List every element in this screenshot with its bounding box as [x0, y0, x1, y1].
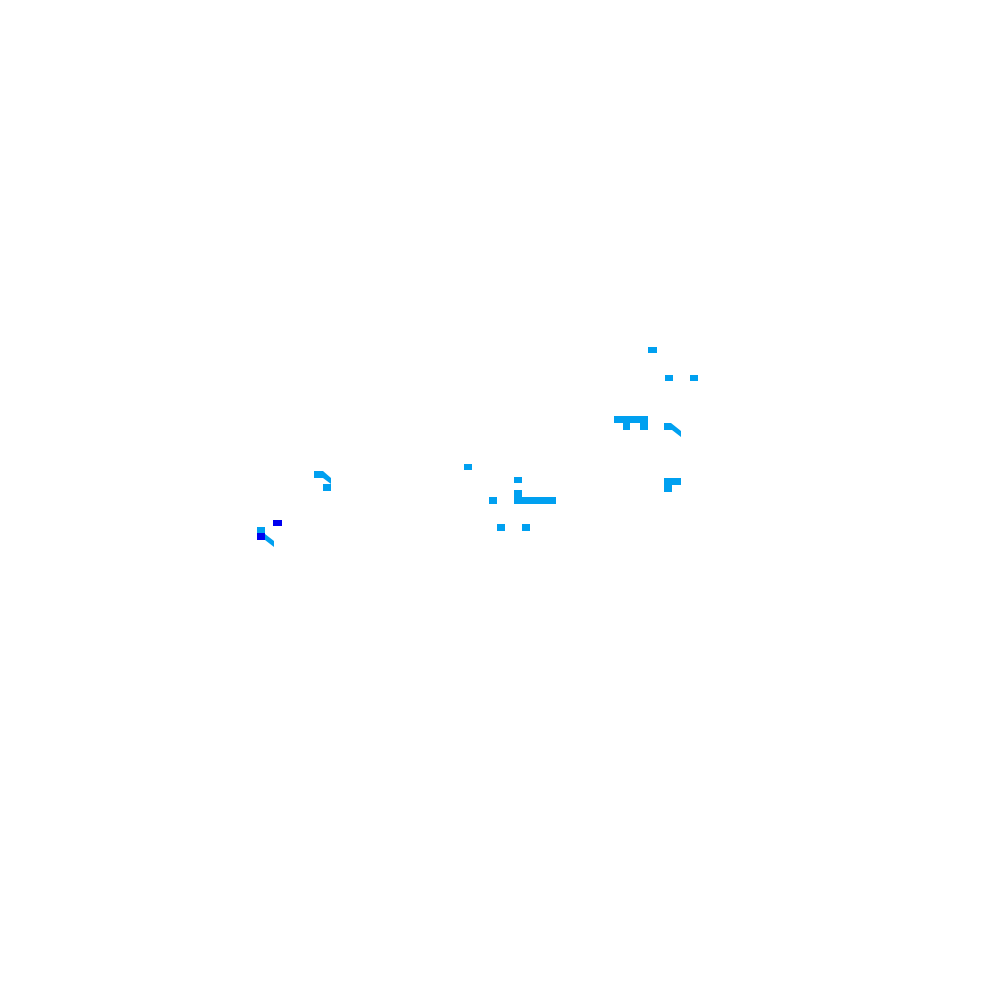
pixel-block-accent — [257, 533, 265, 540]
pixel-block-accent — [273, 520, 282, 526]
pixel-stroke — [664, 423, 681, 437]
pixel-block — [323, 484, 331, 491]
pixel-block — [664, 478, 672, 492]
pixel-block — [522, 524, 530, 531]
pixel-block — [514, 497, 556, 504]
pixel-block — [514, 477, 522, 483]
fragment-center-cluster — [464, 464, 556, 531]
pixel-block — [665, 375, 673, 381]
pixel-stroke — [314, 471, 331, 484]
fragment-left-cluster — [257, 471, 331, 547]
pixel-block — [489, 497, 497, 504]
pixel-block — [464, 464, 472, 470]
pixel-block — [640, 416, 648, 430]
pixel-block — [648, 347, 657, 353]
pixel-block — [623, 416, 630, 430]
pixel-block — [690, 375, 698, 381]
pixel-block — [664, 478, 681, 485]
fragment-top-right-cluster — [614, 347, 698, 492]
pixel-block — [257, 527, 265, 534]
pixel-block — [614, 416, 648, 423]
pixel-stroke — [265, 534, 274, 547]
pixel-block — [497, 524, 505, 531]
